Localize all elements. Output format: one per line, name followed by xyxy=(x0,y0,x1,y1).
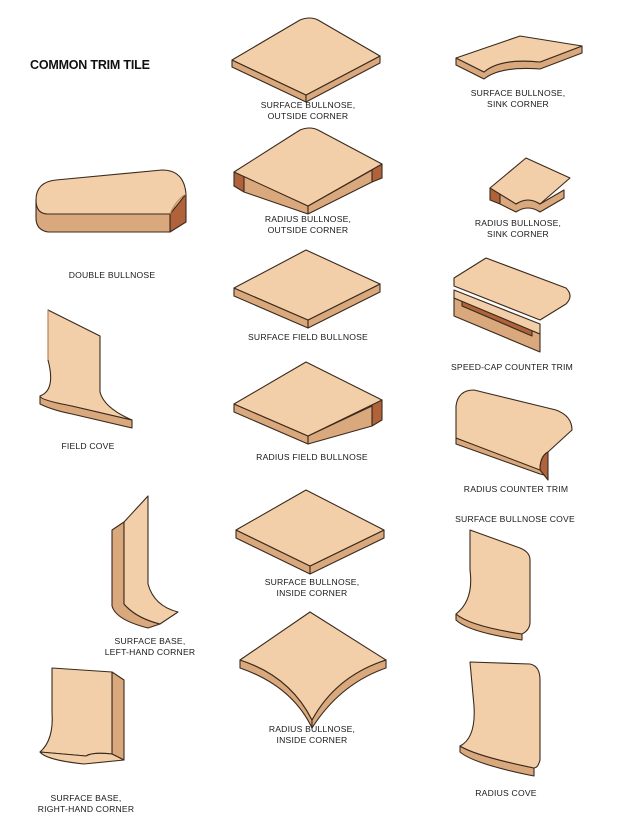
tile-surface-bullnose-sink-corner xyxy=(456,36,582,79)
tile-radius-bullnose-sink-corner xyxy=(490,158,570,212)
caption-surface-bullnose-sink-corner: SURFACE BULLNOSE,SINK CORNER xyxy=(418,88,618,110)
tile-radius-cove xyxy=(460,662,540,776)
caption-surface-bullnose-inside-corner: SURFACE BULLNOSE,INSIDE CORNER xyxy=(212,577,412,599)
tile-surface-field-bullnose xyxy=(234,250,380,328)
tile-speed-cap-counter-trim xyxy=(454,258,570,352)
caption-speed-cap-counter-trim: SPEED-CAP COUNTER TRIM xyxy=(412,362,612,373)
tile-field-cove xyxy=(40,310,132,428)
tile-radius-bullnose-inside-corner xyxy=(240,612,386,728)
caption-radius-bullnose-outside-corner: RADIUS BULLNOSE,OUTSIDE CORNER xyxy=(208,214,408,236)
caption-surface-base-left-hand-corner: SURFACE BASE,LEFT-HAND CORNER xyxy=(50,636,250,658)
caption-radius-bullnose-sink-corner: RADIUS BULLNOSE,SINK CORNER xyxy=(418,218,618,240)
tile-surface-base-left-hand-corner xyxy=(112,496,178,628)
tile-radius-field-bullnose xyxy=(234,362,382,444)
tile-double-bullnose xyxy=(36,170,186,232)
caption-surface-bullnose-outside-corner: SURFACE BULLNOSE,OUTSIDE CORNER xyxy=(208,100,408,122)
tile-radius-bullnose-outside-corner xyxy=(234,128,382,214)
caption-radius-field-bullnose: RADIUS FIELD BULLNOSE xyxy=(212,452,412,463)
tile-surface-bullnose-inside-corner xyxy=(236,490,384,574)
caption-double-bullnose: DOUBLE BULLNOSE xyxy=(12,270,212,281)
caption-surface-base-right-hand-corner: SURFACE BASE,RIGHT-HAND CORNER xyxy=(0,793,186,815)
caption-field-cove: FIELD COVE xyxy=(0,441,188,452)
caption-radius-cove: RADIUS COVE xyxy=(406,788,606,799)
caption-radius-bullnose-inside-corner: RADIUS BULLNOSE,INSIDE CORNER xyxy=(212,724,412,746)
tile-surface-base-right-hand-corner xyxy=(40,668,124,764)
caption-radius-counter-trim: RADIUS COUNTER TRIM xyxy=(416,484,616,495)
tile-surface-bullnose-cove xyxy=(456,530,530,640)
caption-surface-field-bullnose: SURFACE FIELD BULLNOSE xyxy=(208,332,408,343)
tile-surface-bullnose-outside-corner xyxy=(232,18,380,102)
caption-surface-bullnose-cove: SURFACE BULLNOSE COVE xyxy=(415,514,615,525)
tile-radius-counter-trim xyxy=(456,390,572,480)
